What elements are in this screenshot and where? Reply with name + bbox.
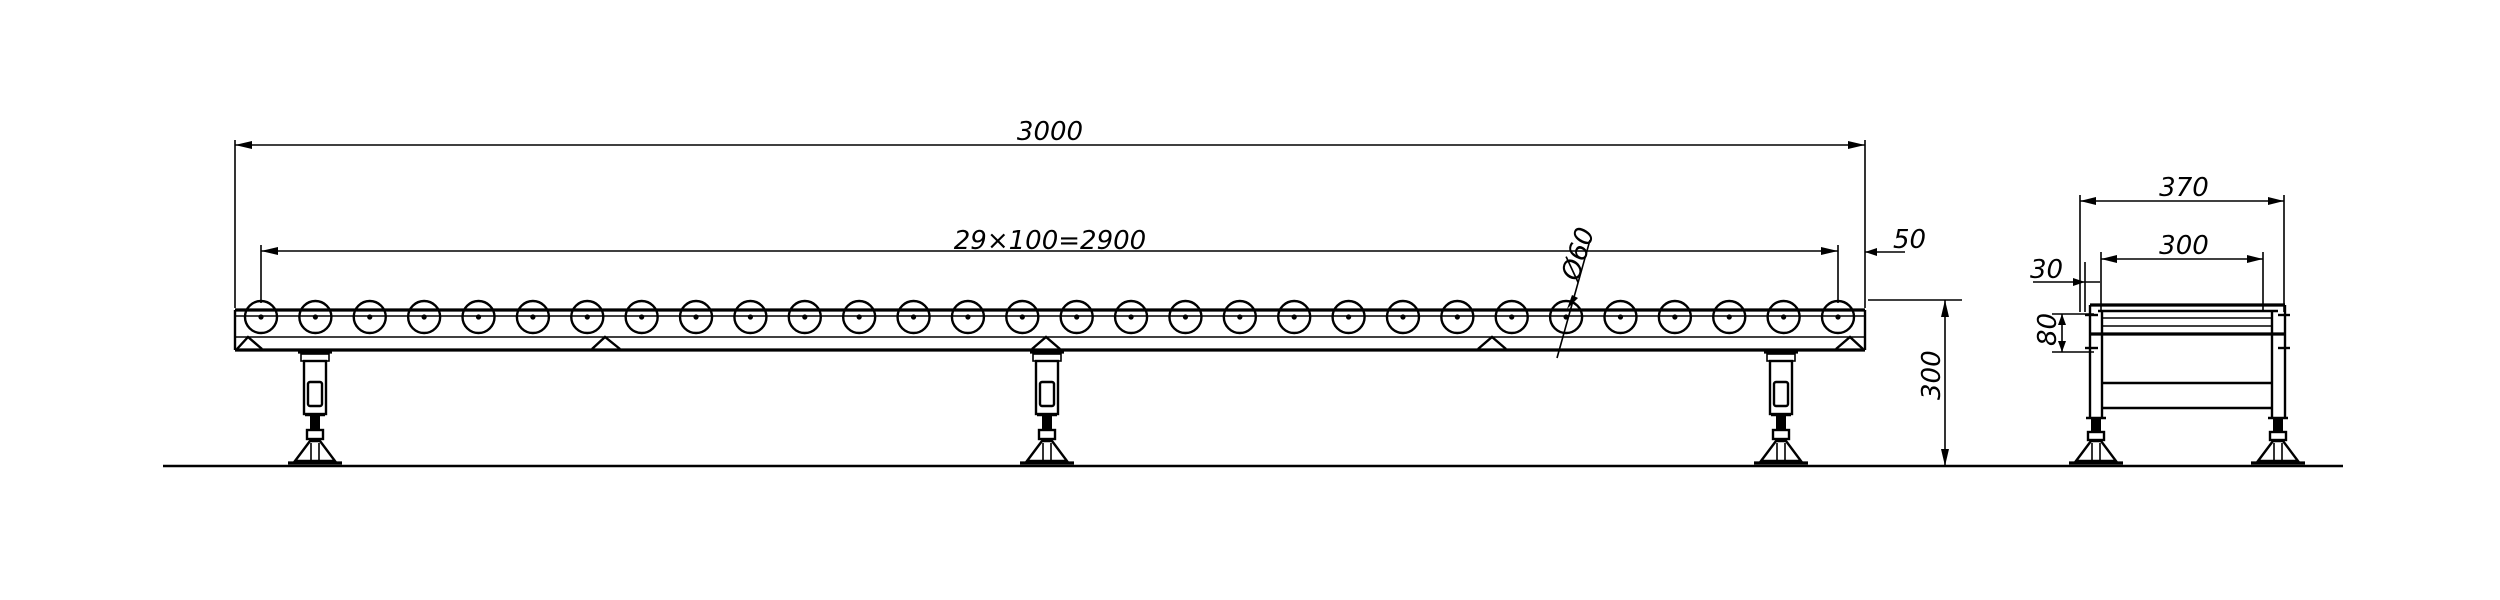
side-leg-group — [2069, 416, 2305, 465]
dim-label-roller-span: 29×100=2900 — [954, 226, 1146, 256]
roller — [1494, 299, 1529, 335]
roller — [1603, 299, 1638, 335]
front-leg-group — [288, 350, 1808, 465]
roller — [1005, 299, 1040, 335]
roller — [733, 299, 768, 335]
dimension-end-offset: 50 — [1865, 225, 1926, 256]
roller — [352, 299, 387, 335]
conveyor-frame — [233, 308, 1867, 352]
roller — [1222, 299, 1258, 335]
roller — [1385, 299, 1421, 335]
dimension-height: 300 — [1848, 299, 1962, 467]
dim-label-side-width-inner: 300 — [2159, 231, 2209, 261]
roller — [515, 299, 551, 335]
dimension-side-frame-height: 80 — [2033, 313, 2094, 353]
front-view — [233, 299, 1867, 465]
roller — [678, 299, 714, 335]
roller — [1440, 299, 1475, 335]
dim-label-roller-diameter: Ø60 — [1556, 224, 1601, 285]
roller — [1277, 299, 1312, 335]
dimension-overall-length: 3000 — [234, 117, 1866, 308]
roller — [1820, 299, 1856, 335]
dim-label-side-width-total: 370 — [2159, 173, 2209, 203]
dimension-roller-span: 29×100=2900 — [260, 226, 1839, 303]
dimension-side-width-inner: 300 — [2100, 231, 2264, 312]
roller — [1712, 299, 1747, 335]
support-leg — [1020, 350, 1074, 465]
support-leg — [288, 350, 342, 465]
roller — [1168, 299, 1203, 335]
roller — [461, 299, 496, 335]
dim-label-end-offset: 50 — [1893, 225, 1926, 255]
dim-label-overall-length: 3000 — [1017, 117, 1083, 147]
frame-gussets — [236, 335, 1864, 350]
roller — [1113, 299, 1149, 335]
side-cross-member — [2102, 381, 2272, 410]
roller — [243, 299, 279, 335]
roller — [1657, 299, 1693, 335]
dim-label-side-frame-offset: 30 — [2030, 255, 2063, 285]
roller — [1059, 299, 1094, 335]
roller — [624, 299, 659, 335]
roller — [787, 299, 822, 335]
side-frame-channel — [2085, 303, 2290, 418]
side-view — [2069, 303, 2305, 465]
roller — [298, 299, 333, 335]
dim-label-height: 300 — [1917, 350, 1947, 400]
roller — [950, 299, 986, 335]
dimension-side-width-total: 370 — [2079, 173, 2285, 312]
side-support-leg — [2069, 416, 2123, 465]
roller — [1766, 299, 1801, 335]
roller — [1331, 299, 1366, 335]
dim-label-side-frame-height: 80 — [2033, 313, 2063, 346]
side-support-leg — [2251, 416, 2305, 465]
dimension-side-frame-offset: 30 — [2030, 255, 2100, 312]
roller-group — [243, 299, 1856, 335]
roller — [841, 299, 877, 335]
roller — [406, 299, 442, 335]
dimension-roller-diameter: Ø60 — [1556, 224, 1601, 359]
roller — [570, 299, 605, 335]
support-leg — [1754, 350, 1808, 465]
roller — [896, 299, 931, 335]
